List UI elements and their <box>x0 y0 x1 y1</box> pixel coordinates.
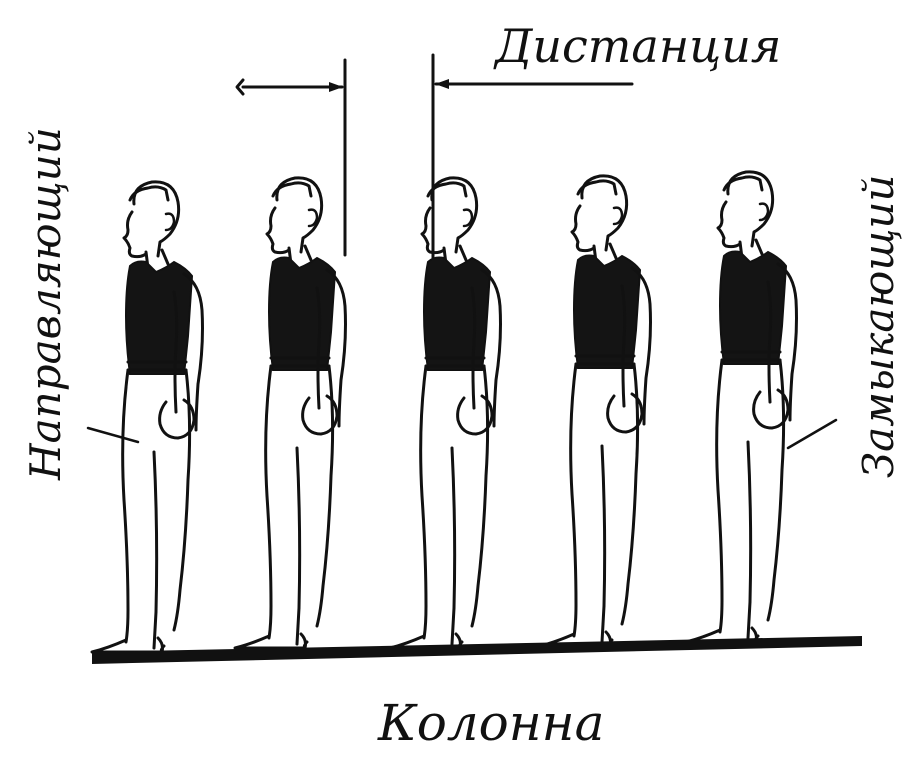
leader-label: Направляющий <box>21 127 70 481</box>
soldier-figure-2 <box>235 178 346 648</box>
soldier-figure-1 <box>92 182 203 652</box>
soldier-figure-5 <box>686 172 797 642</box>
column-label: Колонна <box>377 694 604 752</box>
distance-label: Дистанция <box>493 19 781 73</box>
ground-line <box>92 636 862 664</box>
soldier-figure-4 <box>540 176 651 646</box>
closer-label: Замыкающий <box>854 175 903 478</box>
distance-marker-left <box>237 60 345 255</box>
closer-pointer <box>788 420 836 448</box>
soldier-figure-3 <box>390 178 501 648</box>
leader-pointer <box>88 428 138 442</box>
